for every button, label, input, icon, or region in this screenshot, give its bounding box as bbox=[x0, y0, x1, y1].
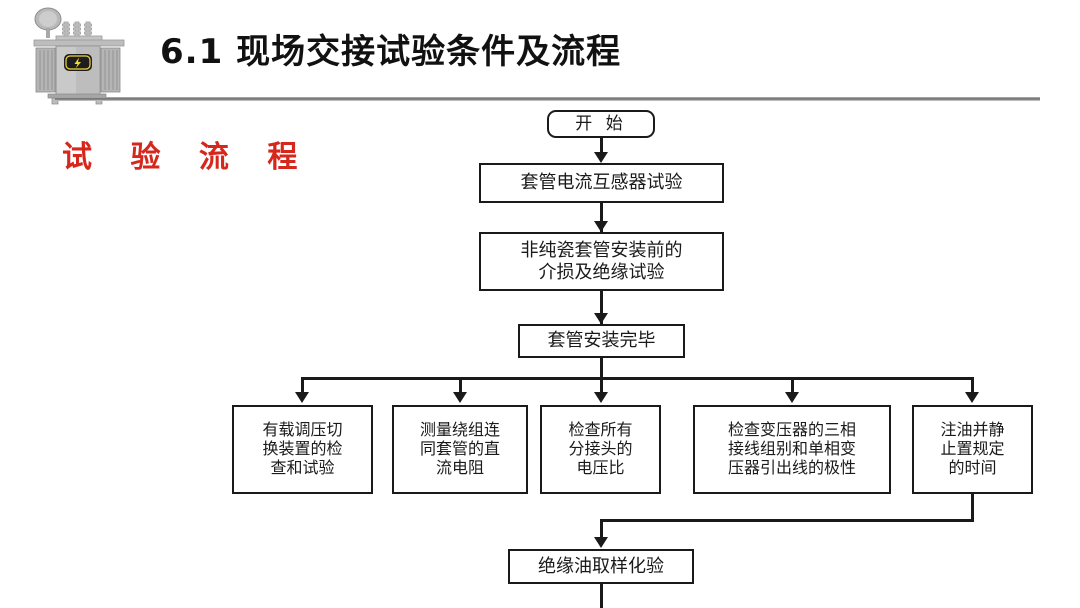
flow-node-oltc-check[interactable]: 有载调压切 换装置的检 查和试验 bbox=[232, 405, 373, 494]
arrowhead-ct-to-bushing-pre bbox=[594, 221, 608, 232]
flow-node-bushing-done-label: 套管安装完毕 bbox=[547, 330, 656, 352]
connector-oil-sample-out bbox=[600, 584, 603, 608]
flow-node-oil-fill-rest-label: 注油并静 止置规定 的时间 bbox=[940, 420, 1005, 477]
flow-node-oil-sample[interactable]: 绝缘油取样化验 bbox=[508, 549, 694, 584]
connector-branch-3 bbox=[600, 377, 603, 395]
flow-node-bushing-done[interactable]: 套管安装完毕 bbox=[518, 324, 685, 358]
flow-node-oltc-check-label: 有载调压切 换装置的检 查和试验 bbox=[262, 420, 343, 477]
flow-node-vector-group[interactable]: 检查变压器的三相 接线组别和单相变 压器引出线的极性 bbox=[693, 405, 891, 494]
connector-done-stem bbox=[600, 358, 603, 380]
transformer-icon bbox=[33, 7, 125, 105]
arrowhead-branch-4 bbox=[785, 392, 799, 403]
connector-start-to-ct bbox=[600, 138, 603, 160]
connector-merge-bus bbox=[600, 519, 974, 522]
arrowhead-start-to-ct bbox=[594, 152, 608, 163]
section-label: 试 验 流 程 bbox=[62, 140, 312, 175]
connector-branch-5 bbox=[971, 377, 974, 395]
flow-node-ct-test[interactable]: 套管电流互感器试验 bbox=[479, 163, 724, 203]
connector-branch-4 bbox=[791, 377, 794, 395]
flow-node-bushing-pre[interactable]: 非纯瓷套管安装前的 介损及绝缘试验 bbox=[479, 232, 724, 291]
connector-branch-1 bbox=[301, 377, 304, 395]
connector-fanout-bus bbox=[301, 377, 973, 380]
connector-ct-to-bushing-pre bbox=[600, 203, 603, 232]
connector-oil-fill-down bbox=[971, 494, 974, 522]
arrowhead-branch-5 bbox=[965, 392, 979, 403]
header-divider bbox=[55, 97, 1040, 101]
connector-branch-2 bbox=[459, 377, 462, 395]
flow-node-voltage-ratio[interactable]: 检查所有 分接头的 电压比 bbox=[540, 405, 661, 494]
flow-node-oil-fill-rest[interactable]: 注油并静 止置规定 的时间 bbox=[912, 405, 1033, 494]
flow-node-start-label: 开 始 bbox=[575, 113, 627, 134]
flow-node-oil-sample-label: 绝缘油取样化验 bbox=[538, 555, 664, 577]
flow-node-ct-test-label: 套管电流互感器试验 bbox=[520, 172, 683, 194]
arrowhead-merge-to-oil-sample bbox=[594, 537, 608, 548]
flow-node-bushing-pre-label: 非纯瓷套管安装前的 介损及绝缘试验 bbox=[520, 240, 683, 283]
flow-node-voltage-ratio-label: 检查所有 分接头的 电压比 bbox=[568, 420, 633, 477]
flow-node-dc-resistance[interactable]: 测量绕组连 同套管的直 流电阻 bbox=[392, 405, 528, 494]
flow-node-vector-group-label: 检查变压器的三相 接线组别和单相变 压器引出线的极性 bbox=[727, 420, 856, 477]
arrowhead-branch-1 bbox=[295, 392, 309, 403]
flow-node-dc-resistance-label: 测量绕组连 同套管的直 流电阻 bbox=[419, 420, 500, 477]
arrowhead-bushing-pre-to-done bbox=[594, 313, 608, 324]
arrowhead-branch-3 bbox=[594, 392, 608, 403]
connector-bushing-pre-to-done bbox=[600, 291, 603, 324]
connector-merge-drop bbox=[600, 519, 603, 540]
arrowhead-branch-2 bbox=[453, 392, 467, 403]
page-title: 6.1 现场交接试验条件及流程 bbox=[160, 32, 622, 72]
flow-node-start[interactable]: 开 始 bbox=[547, 110, 655, 138]
